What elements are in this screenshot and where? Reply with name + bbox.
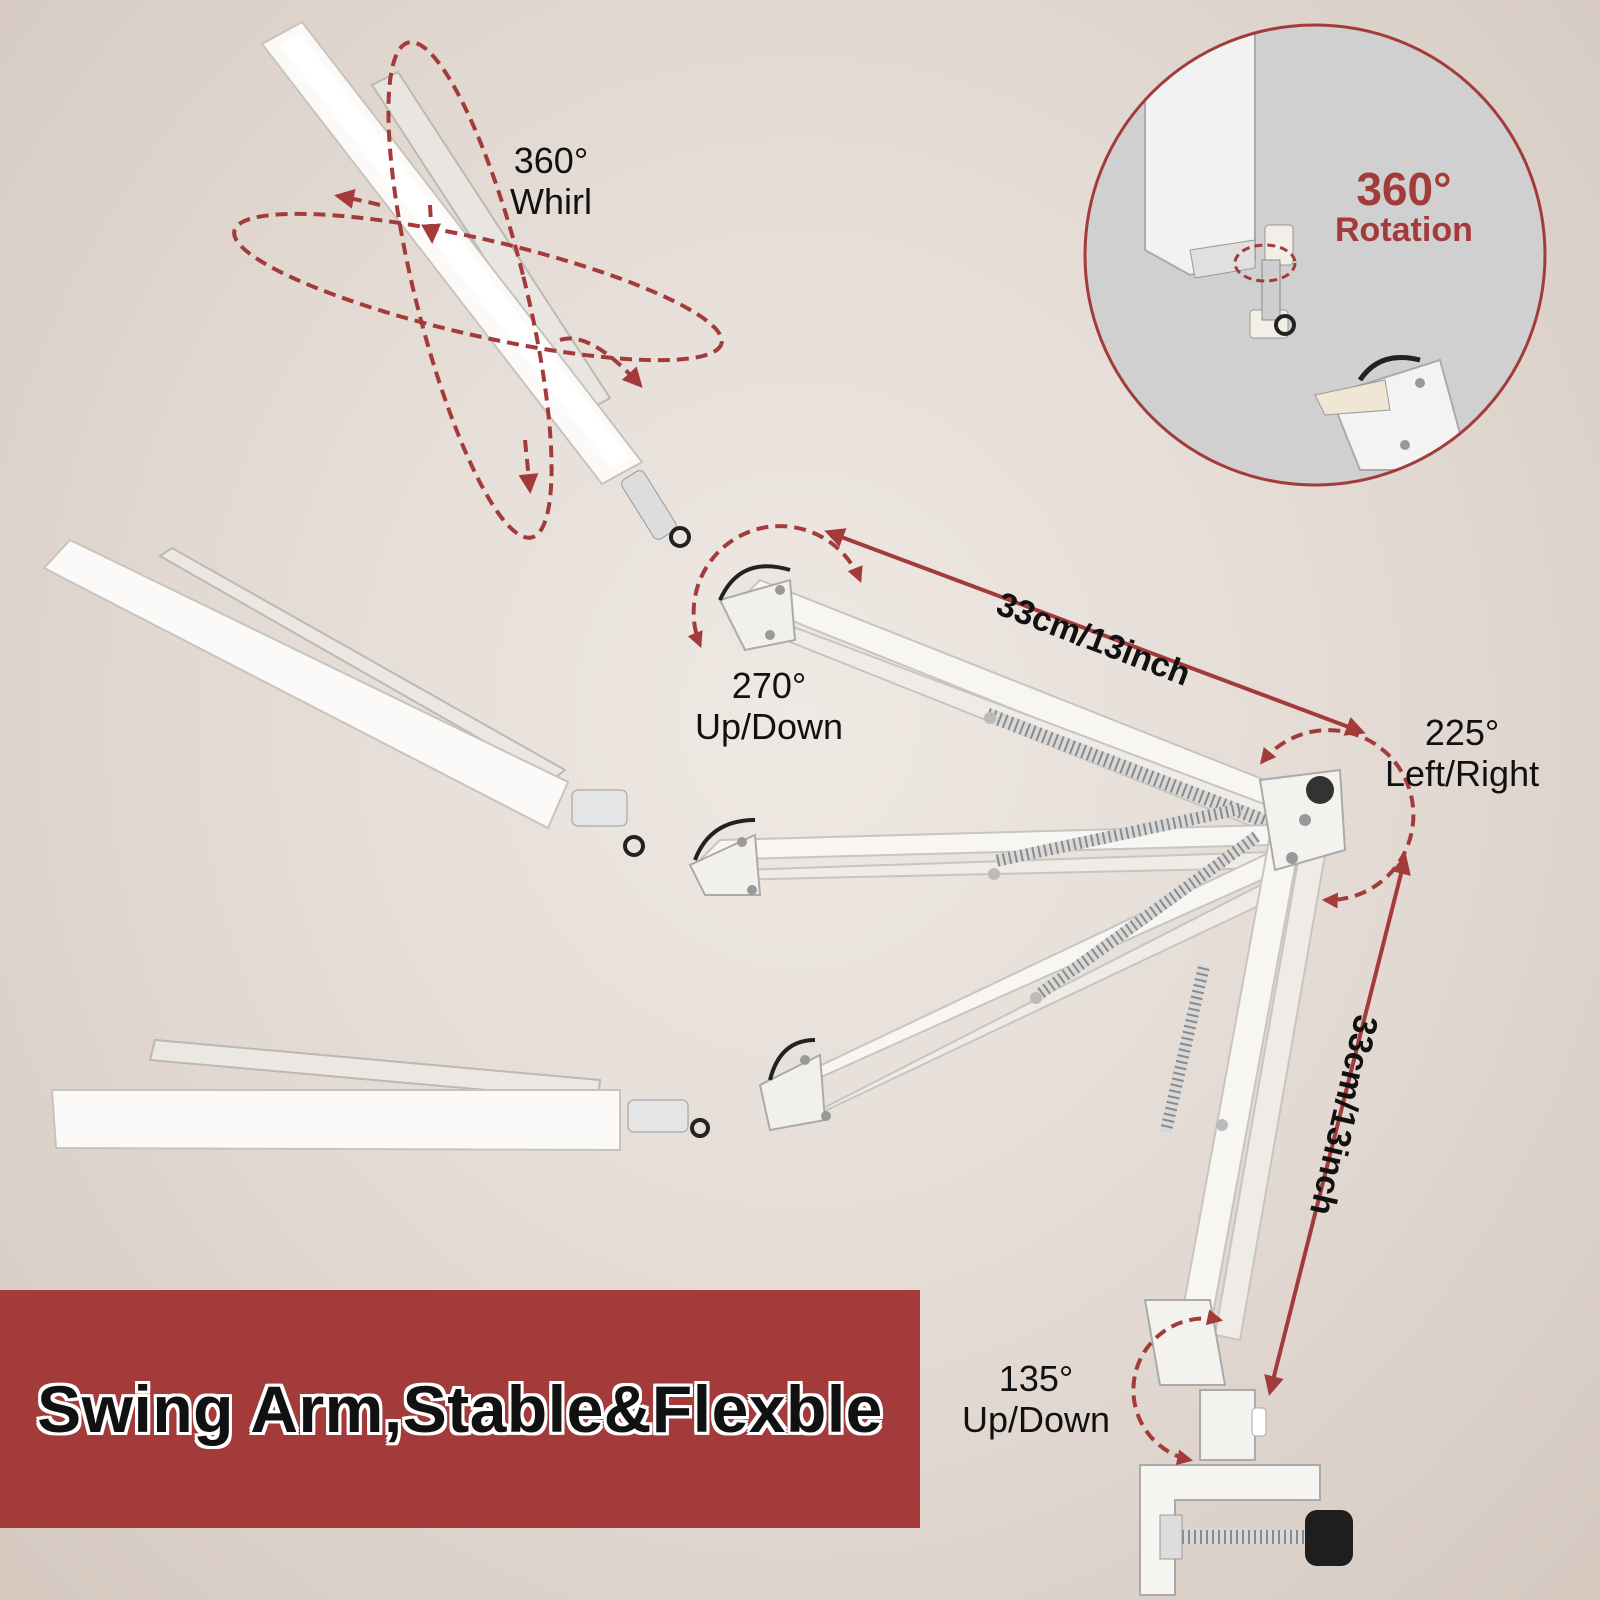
whirl-text: Whirl (510, 181, 592, 223)
dimension-arrows (824, 528, 1411, 1396)
base-tilt-degrees: 135° (998, 1358, 1074, 1399)
head-tilt-label: 270° Up/Down (695, 665, 843, 748)
whirl-degrees: 360° (513, 140, 589, 181)
base-tilt-label: 135° Up/Down (962, 1358, 1110, 1441)
elbow-degrees: 225° (1424, 712, 1500, 753)
inset-label: Rotation (1335, 211, 1473, 250)
elbow-text: Left/Right (1385, 753, 1540, 795)
inset-degrees: 360° (1356, 163, 1452, 215)
lamp-head-middle (42, 538, 645, 857)
elbow-label: 225° Left/Right (1385, 712, 1539, 795)
head-tilt-text: Up/Down (695, 706, 844, 748)
lamp-head-whirl (260, 20, 691, 548)
base-clamp (1139, 1299, 1353, 1596)
whirl-label: 360° Whirl (510, 140, 592, 223)
banner-text: Swing Arm,Stable&Flexble (37, 1372, 883, 1446)
head-tilt-degrees: 270° (731, 665, 807, 706)
inset-title: 360° Rotation (1335, 165, 1473, 249)
whirl-arrows (232, 40, 724, 540)
base-tilt-text: Up/Down (962, 1399, 1111, 1441)
feature-banner: Swing Arm,Stable&Flexble (0, 1290, 920, 1528)
rotation-inset (1083, 23, 1547, 487)
lamp-head-lower (50, 1038, 710, 1152)
